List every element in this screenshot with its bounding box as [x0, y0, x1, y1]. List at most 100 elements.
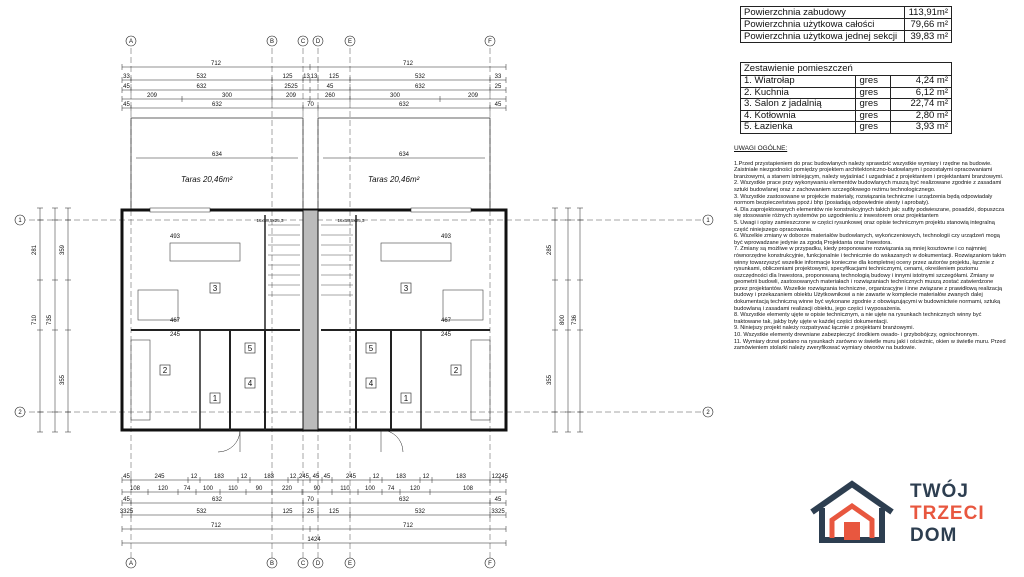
entrance-door [380, 429, 404, 453]
room-number: 4 [369, 379, 374, 388]
dimension-label: 712 [211, 523, 222, 529]
dimension-label: 110 [228, 486, 238, 492]
axis-bubble [125, 557, 137, 569]
room-area: 6,12 m² [890, 86, 952, 99]
room-number: 1 [404, 394, 409, 403]
axis-bubble [484, 35, 496, 47]
sofa [380, 242, 452, 262]
axis-bubble [344, 35, 356, 47]
dimension-label: 100 [365, 486, 376, 492]
axis-bubble [125, 35, 137, 47]
room-name: 5. Łazienka [739, 121, 857, 134]
dimension-label: 33 [495, 74, 502, 80]
axis-bubble [14, 214, 26, 226]
note-item: 2. Wszystkie prace przy wykonywaniu elem… [734, 180, 1002, 193]
dimension-label: 110 [340, 486, 350, 492]
house-logo-icon [810, 480, 894, 543]
dimension-label: 3325 [491, 509, 505, 515]
dimension-label: 220 [282, 486, 293, 492]
axis-bubble [297, 35, 309, 47]
room-number-box [159, 364, 171, 376]
window [410, 207, 472, 213]
summary-label: Powierzchnia użytkowa jednej sekcji [740, 30, 905, 43]
axis-bubble [14, 406, 26, 418]
room-number: 3 [404, 284, 409, 293]
dimension-label: 710 [32, 314, 38, 325]
dimension-label: 632 [399, 497, 410, 503]
axis-letter: F [488, 39, 492, 45]
dimension-label: 493 [170, 234, 181, 240]
axis-letter: A [129, 39, 133, 45]
axis-number: 2 [18, 410, 22, 416]
note-item: 7. Zmiany są możliwe w przypadku, kiedy … [734, 246, 1006, 312]
dimension-label: 100 [203, 486, 214, 492]
room-floor-type: gres [855, 75, 892, 88]
notes-title: UWAGI OGÓLNE: [734, 145, 788, 152]
dimension-label: 13 [303, 74, 310, 80]
dimension-label: 632 [196, 84, 207, 90]
terrace-width: 634 [399, 152, 410, 158]
sofa [169, 242, 241, 262]
room-number-box [365, 377, 377, 389]
room-number-box [209, 282, 221, 294]
summary-label: Powierzchnia zabudowy [740, 6, 905, 19]
dimension-label: 183 [396, 474, 407, 480]
rooms-title: Zestawienie pomieszczeń [740, 62, 952, 76]
dimension-label: 12 [492, 474, 499, 480]
summary-value: 79,66 m² [903, 18, 953, 31]
terrace-label: Taras 20,46m² [181, 175, 233, 184]
dimension-label: 45 [123, 84, 130, 90]
axis-bubble [312, 557, 324, 569]
dimension-label: 532 [415, 509, 426, 515]
room-number: 1 [213, 394, 218, 403]
room-number: 5 [248, 344, 253, 353]
room-number: 5 [369, 344, 374, 353]
dimension-label: 45 [324, 474, 331, 480]
dimension-label: 632 [415, 84, 426, 90]
summary-label: Powierzchnia użytkowa całości [740, 18, 905, 31]
dimension-label: 183 [264, 474, 275, 480]
note-item: 5. Uwagi i opisy zamieszczone w części r… [734, 219, 995, 233]
room-number-box [400, 392, 412, 404]
room-number: 4 [248, 379, 253, 388]
dimension-label: 45 [313, 474, 320, 480]
kitchen-counter [130, 339, 151, 421]
dining-table [137, 289, 179, 321]
room-name: 1. Wiatrołap [739, 75, 857, 88]
room-number-box [209, 392, 221, 404]
room-area: 2,80 m² [890, 109, 952, 122]
dimension-label: 70 [307, 102, 314, 108]
dimension-label: 125 [282, 74, 293, 80]
terrace-outline [130, 117, 304, 211]
room-area: 4,24 m² [890, 75, 952, 88]
note-item: 3. Wszystkie zastosowane w projekcie mat… [734, 193, 993, 207]
axis-bubble [312, 35, 324, 47]
axis-letter: D [316, 561, 321, 567]
note-item: 11. Wymiary drzwi podano na rysunkach za… [734, 338, 1006, 352]
axis-letter: B [270, 561, 274, 567]
room-floor-type: gres [855, 86, 892, 99]
axis-letter: E [348, 39, 352, 45]
dimension-label: 12 [290, 474, 297, 480]
dimension-label: 632 [212, 497, 223, 503]
dimension-label: 285 [547, 244, 553, 255]
dimension-label: 355 [60, 374, 66, 385]
dimension-label: 532 [415, 74, 426, 80]
dimension-label: 209 [286, 93, 297, 99]
axis-letter: C [301, 39, 306, 45]
kitchen-counter [470, 339, 491, 421]
axis-bubble [484, 557, 496, 569]
dimension-label: 712 [403, 61, 414, 67]
dimension-label: 108 [463, 486, 474, 492]
note-item: 10. Wszystkie elementy drewniane zabezpi… [734, 332, 979, 339]
room-name: 4. Kotłownia [739, 109, 857, 122]
dimension-label: 74 [184, 486, 191, 492]
terrace-label: Taras 20,46m² [368, 175, 420, 184]
dimension-label: 245 [498, 474, 509, 480]
dimension-label: 45 [123, 497, 130, 503]
